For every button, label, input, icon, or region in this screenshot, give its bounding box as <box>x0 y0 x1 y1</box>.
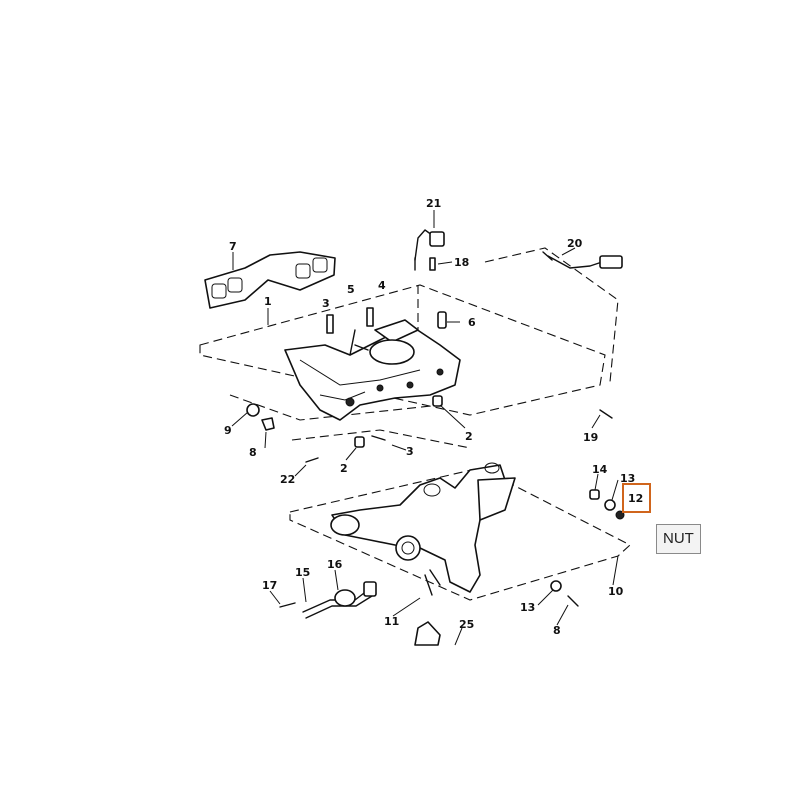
leader-lines <box>231 210 619 646</box>
intake-gasket <box>204 251 336 309</box>
callout-3: 3 <box>406 445 414 458</box>
callout-1: 1 <box>264 295 272 308</box>
callout-15: 15 <box>295 566 310 579</box>
lower-bracket <box>414 621 441 646</box>
exhaust-manifold <box>330 462 516 593</box>
callout-12: 12 <box>628 492 643 505</box>
callout-9: 9 <box>224 424 232 437</box>
fasteners <box>246 257 625 608</box>
callout-10: 10 <box>608 585 624 598</box>
part-highlight-box[interactable] <box>622 483 651 513</box>
callout-2: 2 <box>340 462 348 475</box>
callout-17: 17 <box>262 579 277 592</box>
callout-14: 14 <box>592 463 608 476</box>
intake-manifold <box>284 319 461 421</box>
callout-7: 7 <box>229 240 237 253</box>
callout-18: 18 <box>454 256 469 269</box>
part-name-tooltip: NUT <box>656 524 701 554</box>
callout-5: 5 <box>347 283 355 296</box>
callout-2: 2 <box>465 430 473 443</box>
callout-25: 25 <box>459 618 474 631</box>
callout-13: 13 <box>520 601 535 614</box>
callout-3: 3 <box>322 297 330 310</box>
callout-21: 21 <box>426 197 441 210</box>
callout-8: 8 <box>553 624 561 637</box>
egr-pipe-assembly <box>302 581 377 619</box>
callout-labels: 1 2 2 3 3 4 5 6 7 8 8 9 10 11 12 13 13 1… <box>224 197 643 637</box>
callout-8: 8 <box>249 446 257 459</box>
sender-with-wire <box>414 229 445 271</box>
callout-13: 13 <box>620 472 635 485</box>
callout-16: 16 <box>327 558 343 571</box>
callout-20: 20 <box>567 237 583 250</box>
sensor-with-harness <box>542 251 623 269</box>
callout-4: 4 <box>378 279 386 292</box>
callout-19: 19 <box>583 431 598 444</box>
callout-11: 11 <box>384 615 399 628</box>
callout-22: 22 <box>280 473 295 486</box>
callout-6: 6 <box>468 316 476 329</box>
